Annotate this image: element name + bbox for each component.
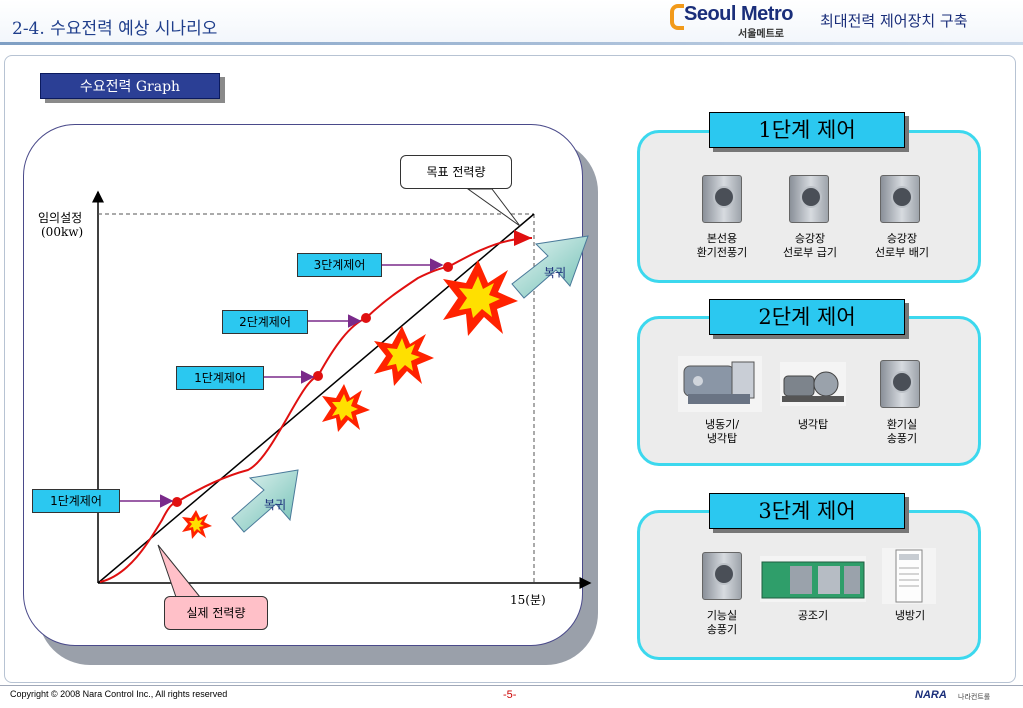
x-axis-end-label: 15(분) xyxy=(510,593,546,607)
fan-unit-icon xyxy=(702,175,742,223)
stage-3-control-title: 3단계 제어 xyxy=(709,493,905,529)
header-bar xyxy=(0,0,1023,44)
chiller-icon xyxy=(678,356,762,412)
equipment-label: 공조기 xyxy=(797,609,829,622)
company-logo: NARA xyxy=(915,689,947,701)
overload-burst-icon xyxy=(374,326,434,386)
air-handler-icon xyxy=(760,556,866,602)
fan-unit-icon xyxy=(789,175,829,223)
air-conditioner-icon xyxy=(882,548,936,604)
target-power-line xyxy=(97,213,535,584)
recovery-label: 복귀 xyxy=(544,266,567,280)
footer-divider xyxy=(0,685,1023,686)
overload-burst-icon xyxy=(182,510,212,539)
section-label: 수요전력 Graph xyxy=(40,73,220,99)
actual-power-callout: 실제 전력량 xyxy=(164,596,268,630)
page-title: 2-4. 수요전력 예상 시나리오 xyxy=(12,19,218,39)
copyright-text: Copyright © 2008 Nara Control Inc., All … xyxy=(10,689,228,699)
control-point xyxy=(443,262,453,272)
recovery-arrow-icon xyxy=(231,469,299,533)
logo-subtext: 서울메트로 xyxy=(738,29,784,40)
y-axis-label: 임의설정 xyxy=(38,211,83,225)
page-number: -5- xyxy=(503,689,517,701)
overload-burst-icon xyxy=(443,260,518,336)
stage-2-control-title: 2단계 제어 xyxy=(709,299,905,335)
seoul-metro-logo-icon xyxy=(670,4,684,30)
pump-icon xyxy=(780,362,846,406)
target-callout-tail xyxy=(466,188,521,227)
header-divider xyxy=(0,42,1023,45)
fan-unit-icon xyxy=(880,175,920,223)
stage-1-control-title: 1단계 제어 xyxy=(709,112,905,148)
diagram-panel xyxy=(23,124,583,646)
fan-unit-icon xyxy=(702,552,742,600)
equipment-label: 냉방기 xyxy=(894,609,926,622)
target-power-callout: 목표 전력량 xyxy=(400,155,512,189)
fan-unit-icon xyxy=(880,360,920,408)
equipment-label: 냉각탑 xyxy=(797,418,829,431)
company-logo-subtext: 나라컨트롤 xyxy=(958,693,991,701)
stage-1-label: 1단계제어 xyxy=(32,489,120,513)
control-point xyxy=(172,497,182,507)
control-point xyxy=(361,313,371,323)
stage-3-label: 3단계제어 xyxy=(297,253,382,277)
actual-callout-tail xyxy=(157,544,202,598)
logo-text: Seoul Metro xyxy=(684,3,793,25)
control-point xyxy=(313,371,323,381)
overload-burst-icon xyxy=(322,384,370,432)
recovery-label: 복귀 xyxy=(264,498,287,512)
recovery-arrow-icon xyxy=(511,235,589,299)
y-axis-unit: (00kw) xyxy=(41,225,84,239)
header-subtitle: 최대전력 제어장치 구축 xyxy=(820,12,968,30)
equipment-label: 냉동기/냉각탑 xyxy=(704,418,740,445)
stage-2-label: 2단계제어 xyxy=(222,310,308,334)
stage-1-label-repeat: 1단계제어 xyxy=(176,366,264,390)
